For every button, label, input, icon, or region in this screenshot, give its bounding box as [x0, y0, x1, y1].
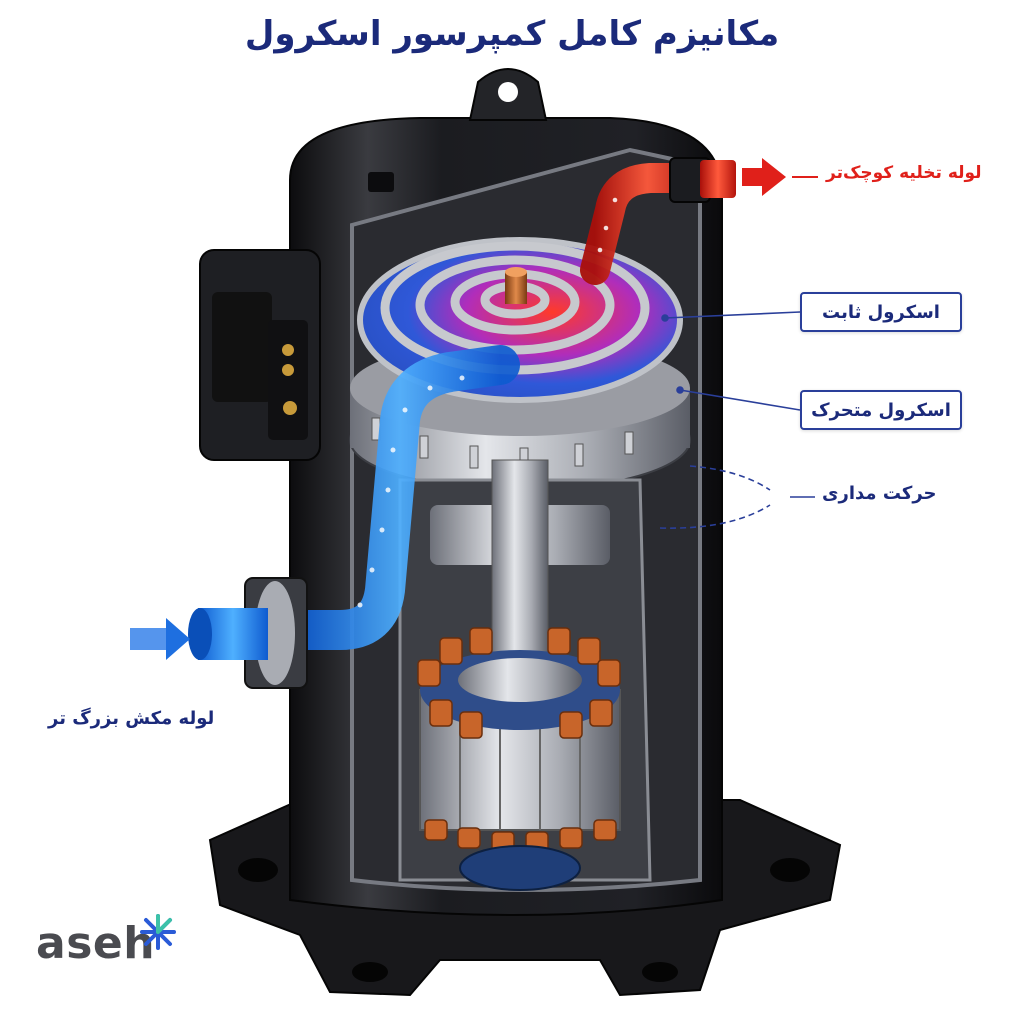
discharge-arrow-icon: [742, 158, 818, 196]
page-title: مکانیزم کامل کمپرسور اسکرول: [244, 14, 780, 54]
suction-arrow-icon: [130, 618, 190, 660]
label-suction-pipe: لوله مکش بزرگ تر: [48, 708, 215, 729]
aseh-logo: aseh: [36, 914, 196, 978]
label-orbital-motion: حرکت مداری: [822, 483, 937, 504]
logo-text: aseh: [36, 918, 156, 969]
label-discharge-pipe: لوله تخلیه کوچک‌تر: [826, 163, 982, 183]
label-fixed-scroll: اسکرول ثابت: [800, 292, 962, 332]
suction-pipe: [280, 345, 520, 650]
logo-star-icon: [140, 914, 176, 950]
discharge-pipe: [580, 163, 715, 285]
label-orbiting-scroll: اسکرول متحرک: [800, 390, 962, 430]
